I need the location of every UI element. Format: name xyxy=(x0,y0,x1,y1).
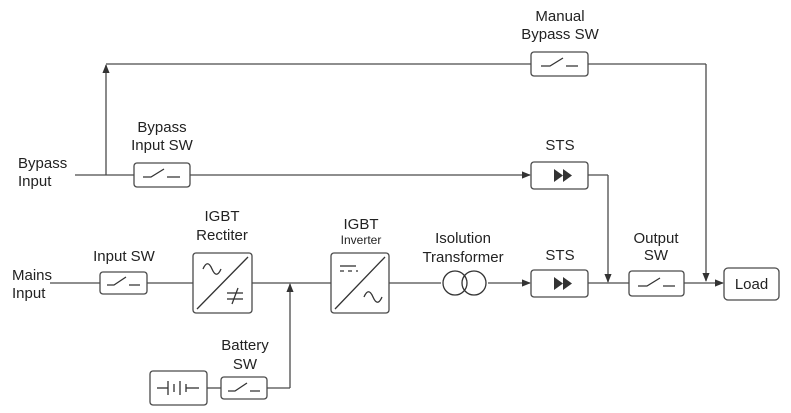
isolation-transformer-label-line1: Isolution xyxy=(435,230,491,247)
isolation-transformer xyxy=(442,270,487,296)
manual-bypass-sw-label-line1: Manual xyxy=(535,8,584,25)
sts-bottom-switch xyxy=(530,269,589,298)
igbt-rectifier-block xyxy=(192,252,253,314)
battery-switch xyxy=(220,376,268,400)
bypass-input-sw-label-line1: Bypass xyxy=(137,119,186,136)
battery-block xyxy=(149,370,208,406)
load-box: Load xyxy=(723,267,780,301)
load-label: Load xyxy=(735,276,768,293)
igbt-rectifier-label-line2: Rectiter xyxy=(196,227,248,244)
battery-sw-label-line1: Battery xyxy=(221,337,269,354)
isolation-transformer-label-line2: Transformer xyxy=(422,249,503,266)
bypass-input-switch xyxy=(133,162,191,188)
sts-top-label: STS xyxy=(545,137,574,154)
igbt-rectifier-label-line1: IGBT xyxy=(204,208,239,225)
mains-input-label-line2: Input xyxy=(12,285,46,302)
igbt-inverter-block xyxy=(330,252,390,314)
input-switch xyxy=(99,271,148,295)
bypass-input-label-line2: Input xyxy=(18,173,52,190)
battery-sw-label-line2: SW xyxy=(233,356,258,373)
sts-top-switch xyxy=(530,161,589,190)
igbt-inverter-label-line1: IGBT xyxy=(343,216,378,233)
manual-bypass-switch xyxy=(530,51,589,77)
wires xyxy=(50,63,724,389)
bypass-input-label-line1: Bypass xyxy=(18,155,67,172)
mains-input-label-line1: Mains xyxy=(12,267,52,284)
labels: Manual Bypass SW Bypass Input SW STS Byp… xyxy=(12,8,679,373)
output-switch xyxy=(628,270,685,297)
output-sw-label-line1: Output xyxy=(633,230,679,247)
igbt-inverter-label-line2: Inverter xyxy=(341,233,382,247)
sts-bottom-label: STS xyxy=(545,247,574,264)
manual-bypass-sw-label-line2: Bypass SW xyxy=(521,26,599,43)
output-sw-label-line2: SW xyxy=(644,247,669,264)
input-sw-label: Input SW xyxy=(93,248,156,265)
bypass-input-sw-label-line2: Input SW xyxy=(131,137,194,154)
